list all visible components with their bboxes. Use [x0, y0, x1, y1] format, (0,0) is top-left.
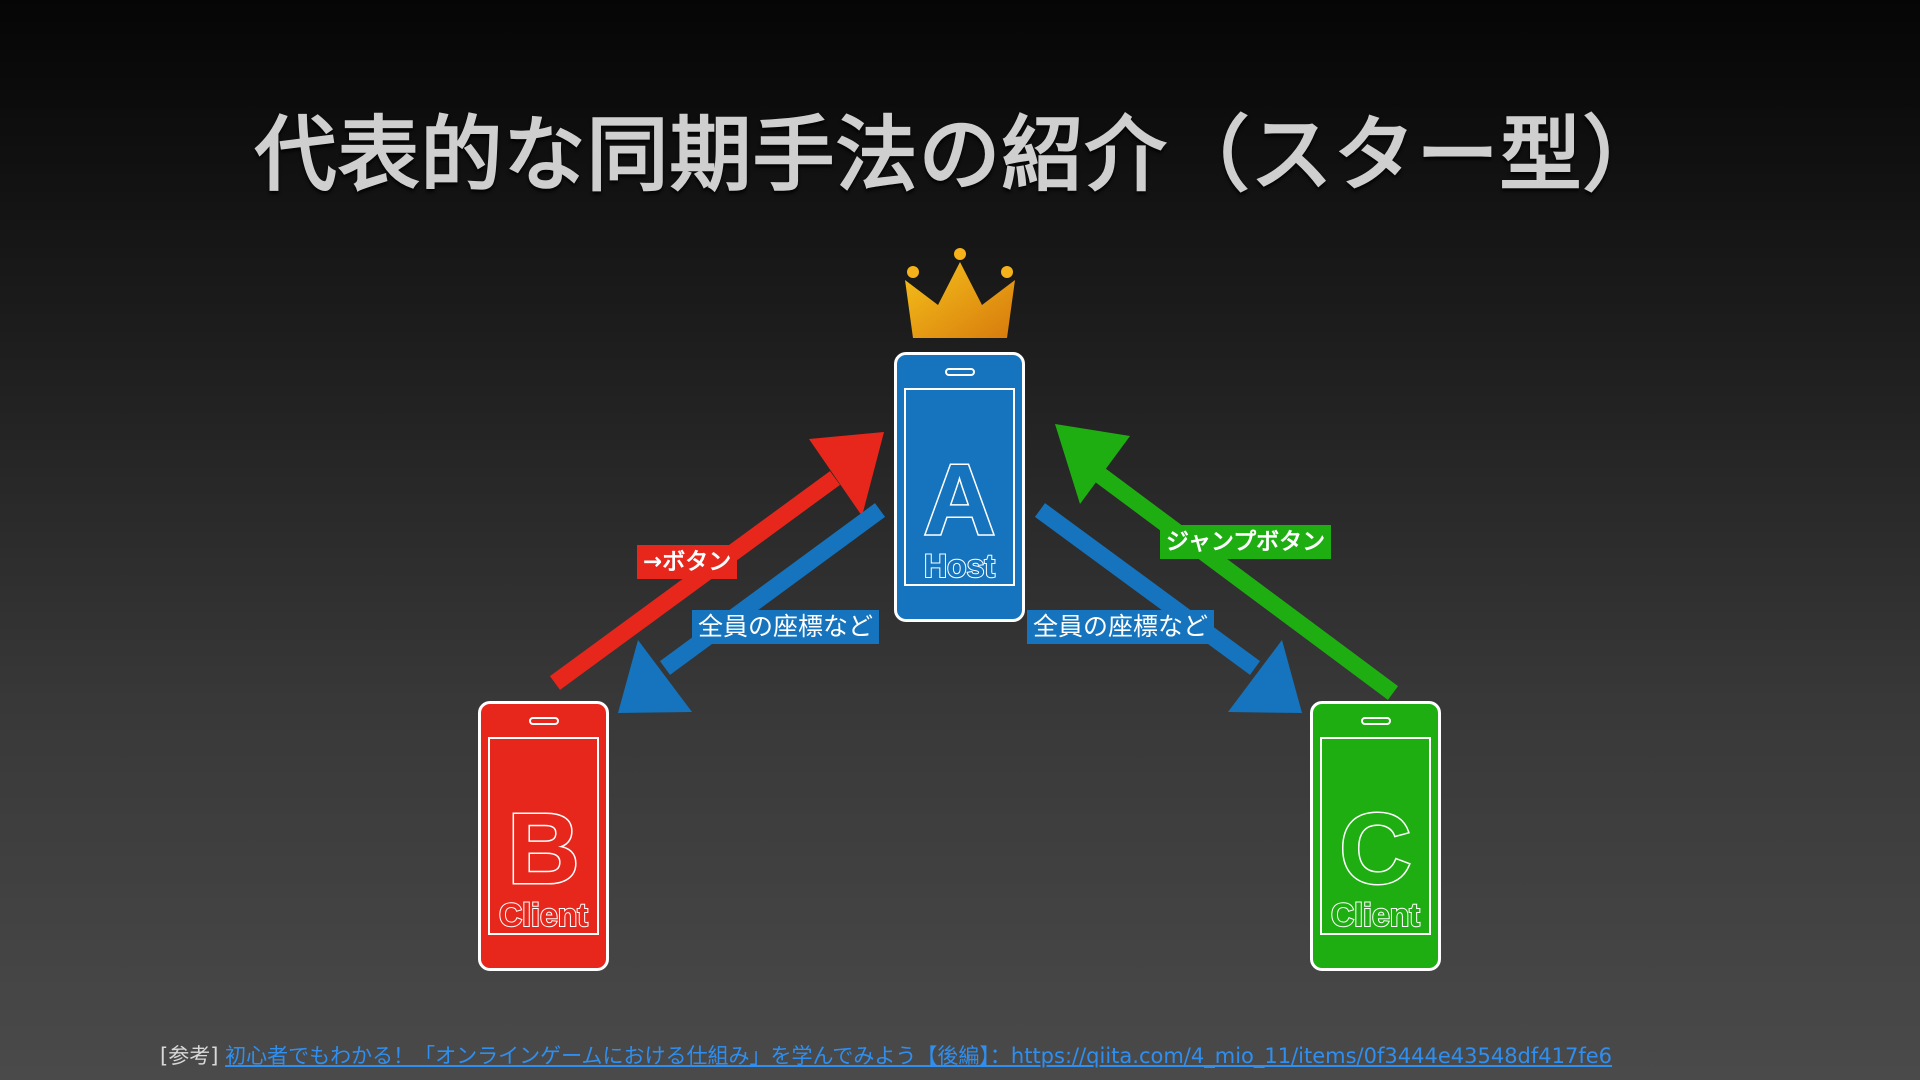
edge-label-a-to-b: 全員の座標など: [692, 610, 880, 644]
arrow-b-to-a: [549, 432, 884, 690]
reference-link[interactable]: 初心者でもわかる！「オンラインゲームにおける仕組み」を学んでみよう【後編】：ht…: [225, 1044, 1613, 1068]
crown-icon: [905, 248, 1015, 338]
arrow-a-to-c: [1034, 503, 1302, 713]
phone-speaker: [1360, 717, 1391, 725]
phone-screen: [488, 737, 599, 935]
phone-speaker: [528, 717, 559, 725]
node-role-b: Client: [498, 896, 589, 934]
node-letter-c: C: [1338, 792, 1413, 907]
node-role-c: Client: [1330, 896, 1421, 934]
phone-screen: [904, 388, 1015, 586]
phone-speaker: [944, 368, 975, 376]
reference-prefix: [参考]: [160, 1044, 219, 1068]
slide-title: 代表的な同期手法の紹介（スター型）: [254, 108, 1666, 203]
phone-screen: [1320, 737, 1431, 935]
phone-host-a: A Host: [894, 352, 1025, 622]
node-letter-a: A: [922, 443, 997, 558]
edge-label-b-to-a: →ボタン: [637, 545, 738, 579]
arrow-c-to-a: [1055, 424, 1399, 700]
reference-footer: [参考] 初心者でもわかる！「オンラインゲームにおける仕組み」を学んでみよう【後…: [160, 1040, 1612, 1070]
phone-client-b: B Client: [478, 701, 609, 971]
edge-label-c-to-a: ジャンプボタン: [1160, 525, 1332, 559]
phone-client-c: C Client: [1310, 701, 1441, 971]
node-letter-b: B: [506, 792, 581, 907]
node-role-a: Host: [923, 547, 996, 585]
edge-label-a-to-c: 全員の座標など: [1027, 610, 1215, 644]
